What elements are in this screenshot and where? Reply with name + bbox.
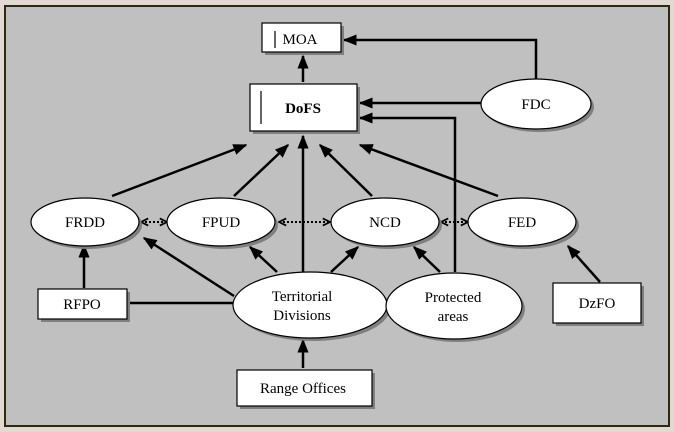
node-range-offices[interactable] (236, 369, 373, 407)
node-rfpo[interactable] (37, 288, 128, 320)
node-protected-areas[interactable] (385, 272, 523, 340)
node-territorial-divisions[interactable] (232, 271, 388, 339)
label-protected-line2: areas (438, 309, 469, 325)
edge-fdc-to-moa (342, 34, 538, 84)
edge-territorial-to-frdd (142, 236, 235, 298)
label-rfpo: RFPO (63, 297, 101, 313)
edge-protected-to-ncd (412, 246, 441, 273)
edge-ncd-to-dofs (319, 144, 373, 197)
label-territorial-line1: Territorial (272, 289, 333, 305)
label-frdd: FRDD (65, 215, 105, 231)
label-territorial-line2: Divisions (273, 308, 331, 324)
edge-frdd-to-dofs (111, 143, 248, 198)
node-fed[interactable] (467, 197, 577, 247)
label-fpud: FPUD (202, 215, 241, 231)
label-range-offices: Range Offices (260, 381, 346, 397)
node-dofs[interactable] (249, 83, 358, 132)
node-frdd[interactable] (30, 197, 140, 247)
edge-protected-to-dofs (358, 112, 457, 272)
label-moa: MOA (282, 32, 317, 48)
edge-territorial-to-ncd (330, 246, 360, 273)
edge-fpud-to-dofs (233, 144, 290, 197)
label-dzfo: DzFO (579, 296, 616, 312)
label-dofs: DoFS (285, 101, 321, 117)
label-protected-line1: Protected (425, 290, 482, 306)
node-ncd[interactable] (330, 197, 440, 247)
edge-territorial-to-fpud (248, 246, 278, 273)
node-fpud[interactable] (166, 197, 276, 247)
node-fdc[interactable] (480, 78, 592, 130)
edge-fed-to-dofs (358, 143, 499, 198)
node-dzfo[interactable] (552, 282, 642, 324)
edge-dzfo-to-fed (567, 244, 601, 283)
label-fdc: FDC (521, 97, 550, 113)
label-ncd: NCD (369, 215, 401, 231)
label-fed: FED (508, 215, 537, 231)
